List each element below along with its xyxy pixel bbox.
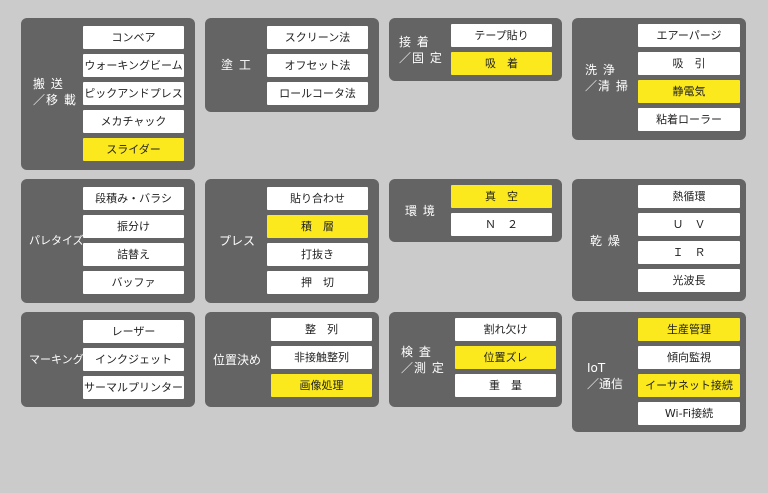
option-mechanical-chuck[interactable]: メカチャック [83, 110, 184, 133]
panel-label: 検 査 ／測 定 [401, 345, 445, 375]
panel-iot-communication: IoT ／通信 生産管理 傾向監視 イーサネット接続 Wi-Fi接続 [572, 312, 746, 432]
panel-label: パレタイズ [29, 234, 84, 247]
option-non-contact-alignment[interactable]: 非接触整列 [271, 346, 372, 369]
option-nitrogen[interactable]: Ｎ ２ [451, 213, 552, 236]
option-screen-method[interactable]: スクリーン法 [267, 26, 368, 49]
option-image-processing[interactable]: 画像処理 [271, 374, 372, 397]
panel-coating: 塗 工 スクリーン法 オフセット法 ロールコータ法 [205, 18, 379, 112]
panel-palletizing: パレタイズ 段積み・バラシ 振分け 詰替え バッファ [21, 179, 195, 303]
option-heat-circulation[interactable]: 熱循環 [638, 185, 740, 208]
option-ir[interactable]: Ｉ Ｒ [638, 241, 740, 264]
option-thermal-printer[interactable]: サーマルプリンター [83, 376, 184, 399]
option-light-wavelength[interactable]: 光波長 [638, 269, 740, 292]
option-ethernet-connection[interactable]: イーサネット接続 [638, 374, 740, 397]
option-suction[interactable]: 吸 引 [638, 52, 740, 75]
panel-label: 環 境 [405, 204, 436, 218]
option-sorting[interactable]: 振分け [83, 215, 184, 238]
option-roll-coater-method[interactable]: ロールコータ法 [267, 82, 368, 105]
option-repacking[interactable]: 詰替え [83, 243, 184, 266]
option-stacking-unstacking[interactable]: 段積み・バラシ [83, 187, 184, 210]
panel-label: 接 着 ／固 定 [399, 35, 443, 65]
option-uv[interactable]: Ｕ Ｖ [638, 213, 740, 236]
panel-label: マーキング [29, 353, 84, 366]
panel-bonding: 接 着 ／固 定 テープ貼り 吸 着 [389, 18, 562, 81]
option-production-management[interactable]: 生産管理 [638, 318, 740, 341]
option-trend-monitoring[interactable]: 傾向監視 [638, 346, 740, 369]
panel-environment: 環 境 真 空 Ｎ ２ [389, 179, 562, 242]
panel-label: プレス [219, 234, 256, 248]
option-press-cutting[interactable]: 押 切 [267, 271, 368, 294]
option-static-electricity[interactable]: 静電気 [638, 80, 740, 103]
option-pick-and-place[interactable]: ピックアンドプレス [83, 82, 184, 105]
option-buffer[interactable]: バッファ [83, 271, 184, 294]
option-adhesive-roller[interactable]: 粘着ローラー [638, 108, 740, 131]
panel-label: 乾 燥 [590, 234, 621, 248]
option-crack-chip[interactable]: 割れ欠け [455, 318, 556, 341]
option-laser[interactable]: レーザー [83, 320, 184, 343]
option-vacuum[interactable]: 真 空 [451, 185, 552, 208]
panel-label: 塗 工 [221, 58, 252, 72]
panel-inspection: 検 査 ／測 定 割れ欠け 位置ズレ 重 量 [389, 312, 562, 407]
panel-label: 洗 浄 ／清 掃 [585, 63, 629, 93]
option-wifi-connection[interactable]: Wi-Fi接続 [638, 402, 740, 425]
option-slider[interactable]: スライダー [83, 138, 184, 161]
panel-label: 搬 送 ／移 載 [33, 77, 77, 107]
panel-press: プレス 貼り合わせ 積 層 打抜き 押 切 [205, 179, 379, 303]
panel-label: 位置決め [213, 353, 262, 367]
panel-transport: 搬 送 ／移 載 コンベア ウォーキングビーム ピックアンドプレス メカチャック… [21, 18, 195, 170]
option-weight[interactable]: 重 量 [455, 374, 556, 397]
option-laminating-bonding[interactable]: 貼り合わせ [267, 187, 368, 210]
option-inkjet[interactable]: インクジェット [83, 348, 184, 371]
option-layering[interactable]: 積 層 [267, 215, 368, 238]
option-conveyor[interactable]: コンベア [83, 26, 184, 49]
option-air-purge[interactable]: エアーパージ [638, 24, 740, 47]
option-suction[interactable]: 吸 着 [451, 52, 552, 75]
option-punching[interactable]: 打抜き [267, 243, 368, 266]
panel-drying: 乾 燥 熱循環 Ｕ Ｖ Ｉ Ｒ 光波長 [572, 179, 746, 301]
option-tape-applying[interactable]: テープ貼り [451, 24, 552, 47]
panel-cleaning: 洗 浄 ／清 掃 エアーパージ 吸 引 静電気 粘着ローラー [572, 18, 746, 140]
option-position-deviation[interactable]: 位置ズレ [455, 346, 556, 369]
option-alignment[interactable]: 整 列 [271, 318, 372, 341]
panel-label: IoT ／通信 [587, 361, 624, 391]
option-offset-method[interactable]: オフセット法 [267, 54, 368, 77]
option-walking-beam[interactable]: ウォーキングビーム [83, 54, 184, 77]
panel-marking: マーキング レーザー インクジェット サーマルプリンター [21, 312, 195, 407]
panel-positioning: 位置決め 整 列 非接触整列 画像処理 [205, 312, 379, 407]
